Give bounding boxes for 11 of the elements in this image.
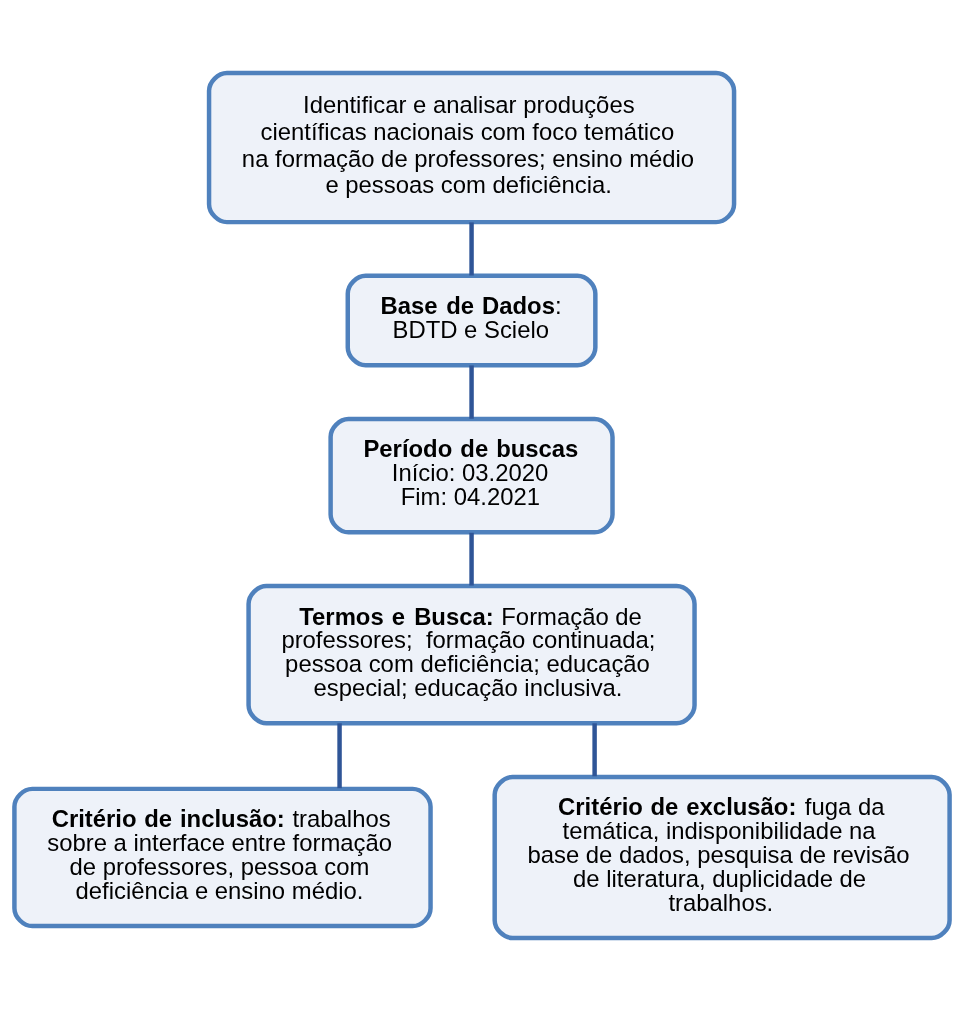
node-box: Critério de exclusão: fuga da temática, indisponibilidade na base de dados, pesquisa de revisão de literatura, duplicidade de trabalhos. xyxy=(492,774,952,941)
connector xyxy=(337,723,342,789)
node-box: Base de Dados: BDTD e Scielo xyxy=(345,273,598,368)
node-box: Identificar e analisar produções científicas nacionais com foco temático na formação de professores; ensino médio e pessoas com deficiência. xyxy=(206,70,737,225)
connector xyxy=(469,532,474,586)
connector xyxy=(469,222,474,276)
connector xyxy=(469,365,474,419)
node-box: Critério de inclusão: trabalhos sobre a interface entre formação de professores, pessoa com deficiência e ensino médio. xyxy=(12,786,433,929)
connector xyxy=(592,723,597,777)
node-box: Termos e Busca: Formação de professores; formação continuada; pessoa com deficiência; educação especial; educação inclusiva. xyxy=(246,583,697,726)
node-box: Período de buscas Início: 03.2020 Fim: 04.2021 xyxy=(328,416,615,535)
